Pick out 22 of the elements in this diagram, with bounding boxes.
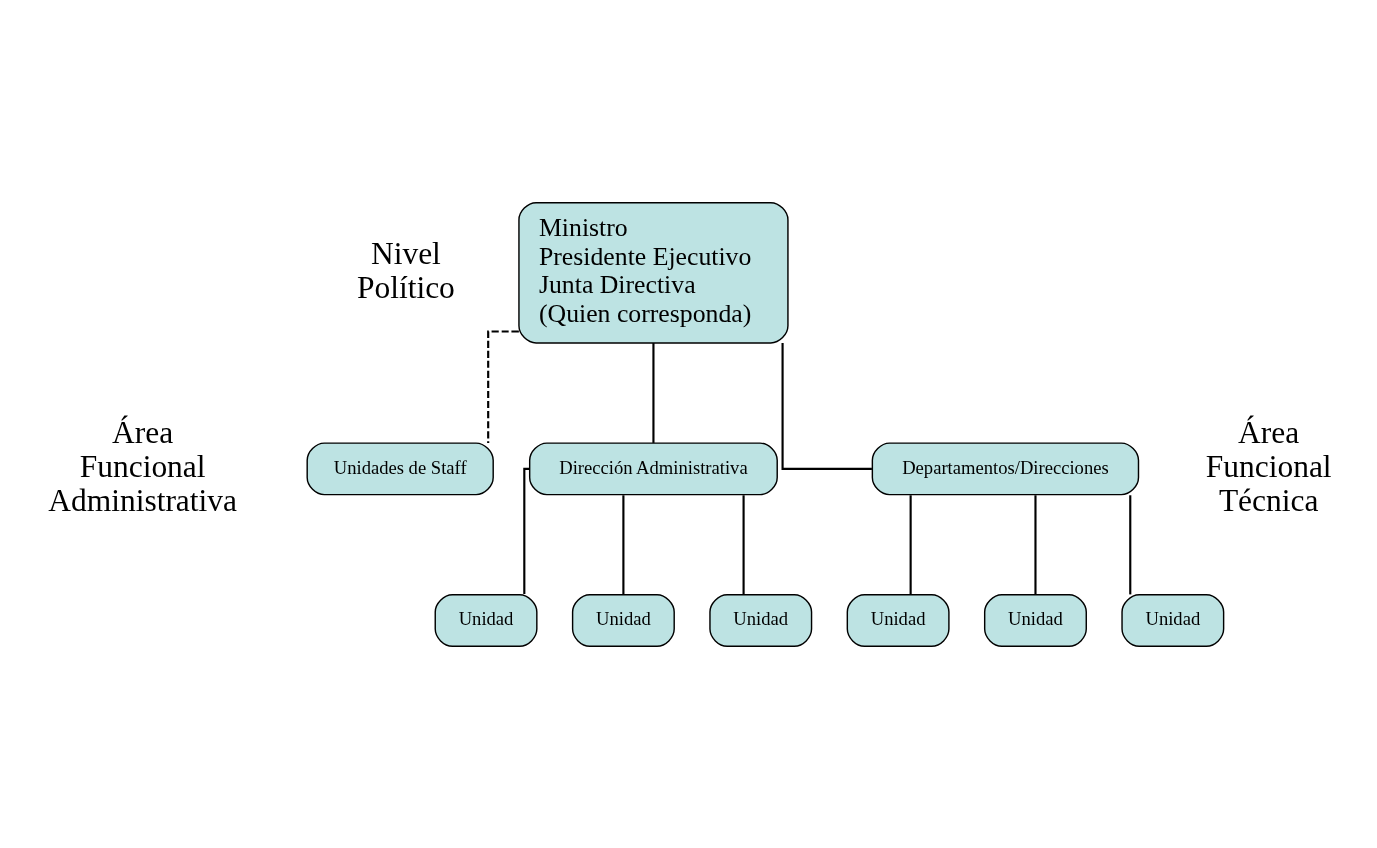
connector: [1129, 494, 1132, 594]
connector: [523, 467, 530, 594]
connector: [781, 342, 872, 470]
node-box: Ministro Presidente Ejecutivo Junta Directiva (Quien corresponda): [518, 201, 789, 344]
node-box: Unidad: [709, 593, 813, 647]
connector: [487, 329, 519, 443]
node-box: Unidad: [1121, 593, 1225, 647]
connector: [742, 494, 745, 594]
node-box: Unidad: [846, 593, 950, 647]
connector: [1034, 494, 1037, 594]
node-box: Unidad: [434, 593, 538, 647]
node-box: Unidades de Staff: [306, 441, 494, 495]
node-box: Unidad: [571, 593, 675, 647]
node-box: Unidad: [983, 593, 1087, 647]
connector: [909, 494, 912, 594]
label: Nivel Político: [356, 235, 455, 305]
label: Área Funcional Técnica: [1205, 414, 1332, 518]
node-box: Departamentos/Direcciones: [871, 441, 1140, 495]
label: Área Funcional Administrativa: [48, 414, 238, 518]
connector: [622, 494, 625, 594]
node-box: Dirección Administrativa: [528, 441, 778, 495]
connector: [652, 342, 655, 443]
